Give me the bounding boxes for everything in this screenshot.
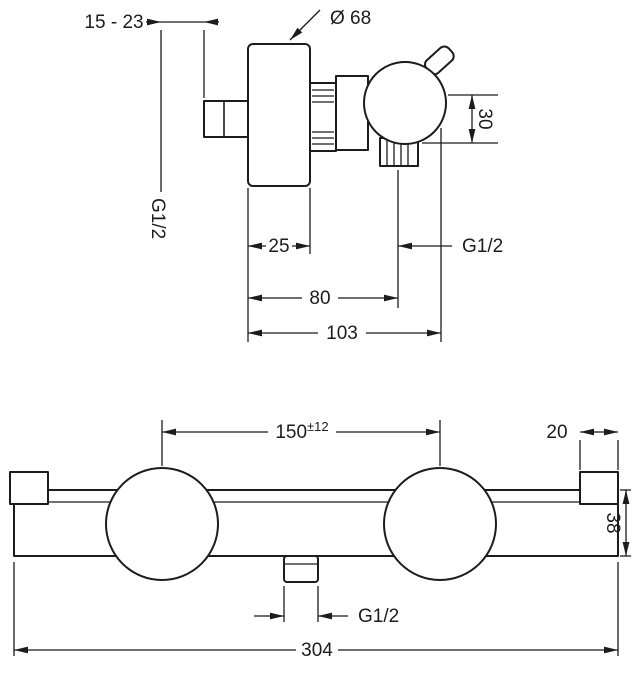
dim-bottom-outlet-thread-label: G1/2	[358, 606, 399, 627]
valve-body	[335, 75, 369, 151]
dim-total-depth: 103	[248, 323, 441, 344]
escutcheon-side	[247, 43, 311, 187]
dim-connection-distance-value: 150	[275, 422, 307, 443]
dim-depth-to-outlet: 80	[248, 288, 398, 309]
dim-inlet-thread-label: G1/2	[147, 198, 168, 239]
dim-total-width: 304	[13, 562, 619, 661]
bottom-view: 150±12 20 38 G1/2	[9, 419, 631, 661]
dim-outlet-thread: G1/2	[398, 236, 503, 257]
leader-line	[289, 9, 321, 41]
right-end-cap	[579, 471, 619, 505]
dim-total-depth-label: 103	[326, 323, 358, 344]
dim-escutcheon-diameter: Ø 68	[289, 8, 371, 41]
mixer-front-profile	[9, 467, 619, 583]
inlet-pipe	[203, 100, 249, 138]
dim-body-height: 38	[602, 489, 631, 557]
union-nut	[309, 82, 337, 152]
dim-outlet-height-label: 30	[474, 108, 495, 129]
dim-end-cap-width: 20	[546, 422, 619, 470]
dim-diameter-label: Ø 68	[330, 8, 371, 29]
dim-outlet-height: 30	[422, 94, 498, 144]
dim-body-height-label: 38	[602, 512, 623, 533]
handle-knob	[363, 61, 447, 145]
dim-outlet-thread-label: G1/2	[462, 236, 503, 257]
dim-escutcheon-depth: 25	[248, 236, 310, 257]
left-union-cover	[105, 467, 219, 581]
dim-escutcheon-depth-label: 25	[268, 236, 289, 257]
left-end-cap	[9, 471, 49, 505]
union-thread-lines	[312, 89, 334, 145]
top-view: 15 - 23 Ø 68 G1/2 30 25	[84, 8, 503, 344]
dim-wall-depth: 15 - 23	[84, 12, 219, 192]
dim-connection-tolerance-value: ±12	[307, 419, 329, 434]
bottom-outlet	[283, 555, 319, 583]
dim-connection-distance-label: 150±12	[275, 419, 328, 443]
right-union-cover	[383, 467, 497, 581]
dim-end-cap-width-label: 20	[546, 422, 567, 443]
dim-total-width-label: 304	[301, 640, 333, 661]
dim-depth-to-outlet-label: 80	[309, 288, 330, 309]
dim-wall-depth-label: 15 - 23	[84, 12, 143, 33]
dim-bottom-outlet-thread: G1/2	[254, 586, 399, 627]
mixer-side-profile	[203, 43, 455, 187]
mixer-bar-body	[13, 489, 619, 557]
dim-connection-distance: 150±12	[161, 419, 441, 466]
